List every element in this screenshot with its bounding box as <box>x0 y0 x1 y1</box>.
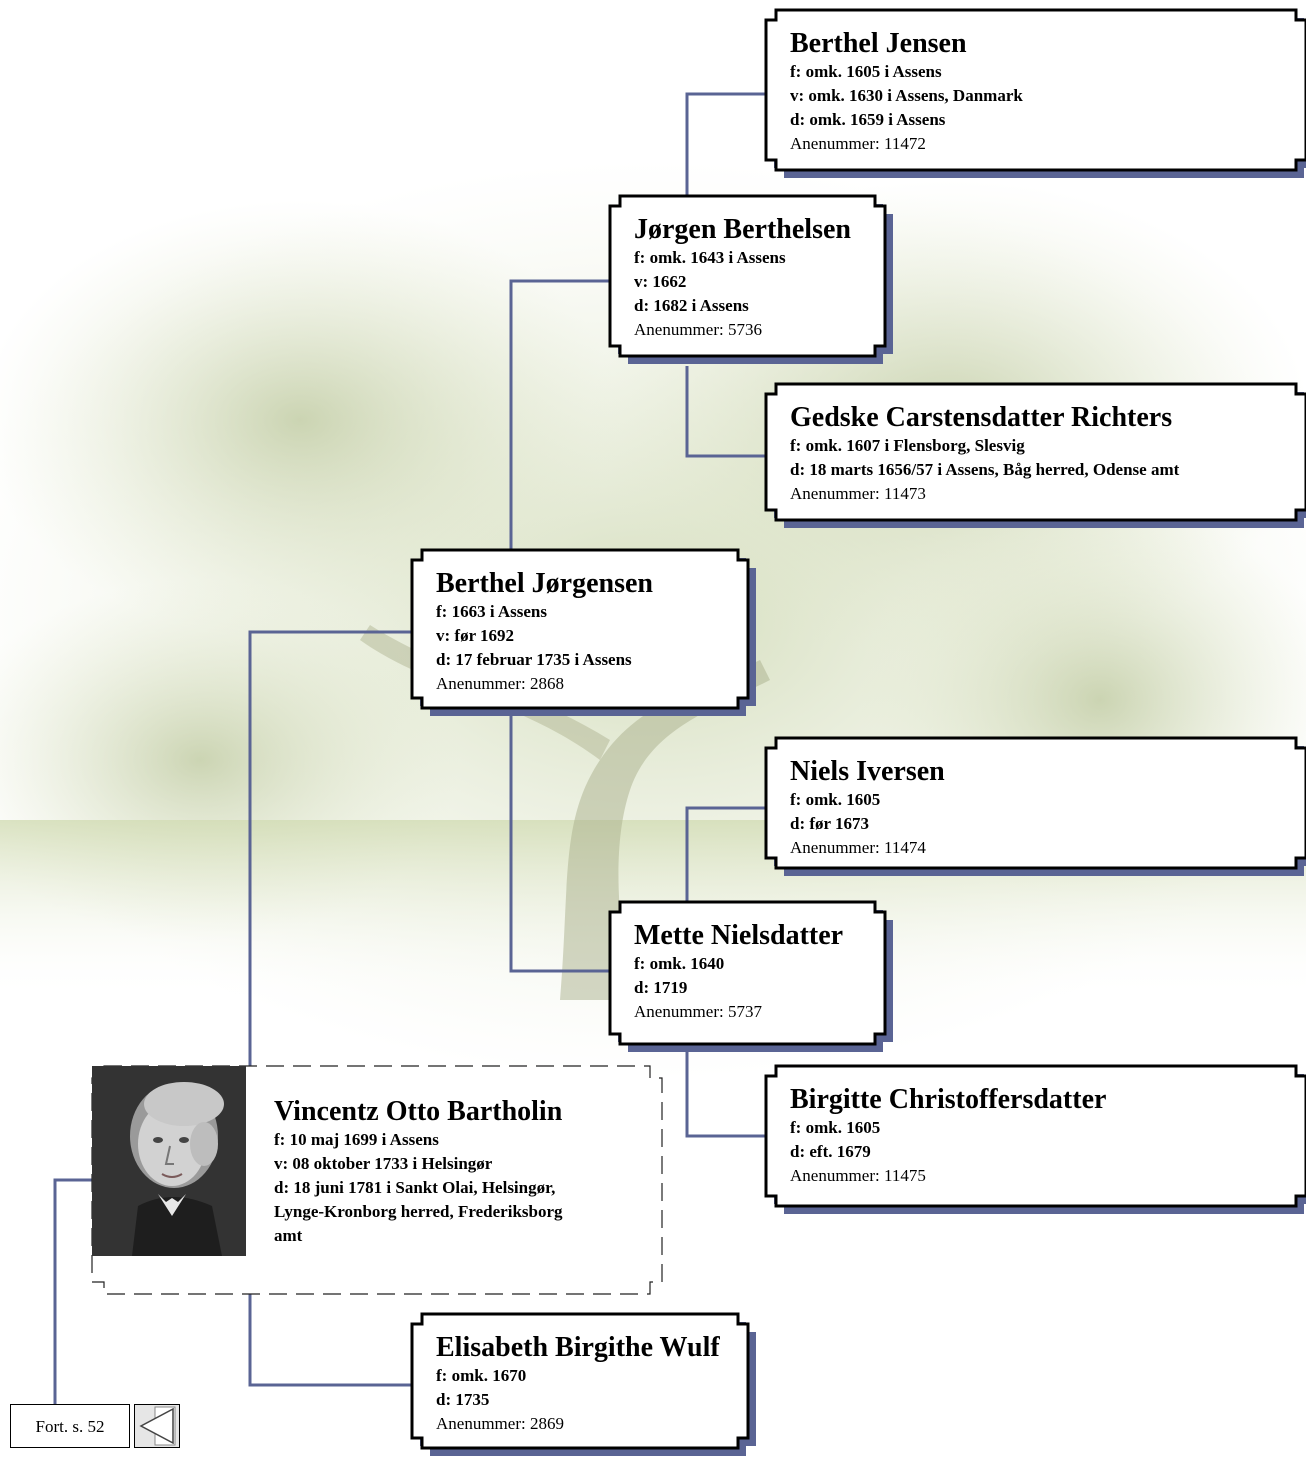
death-event: d: 1735 <box>436 1390 490 1409</box>
death-event: d: før 1673 <box>790 814 870 833</box>
card-frame <box>764 382 1306 528</box>
connector-line <box>685 366 766 458</box>
person-name: Gedske Carstensdatter Richters <box>790 402 1173 433</box>
card-border <box>764 1064 1306 1208</box>
focus-person-card[interactable]: Vincentz Otto Bartholin f: 10 maj 1699 i… <box>91 1065 663 1295</box>
marriage-event: v: omk. 1630 i Assens, Danmark <box>790 86 1023 105</box>
card-border <box>764 736 1306 870</box>
death-event: d: 17 februar 1735 i Assens <box>436 650 632 669</box>
connector-line <box>685 806 766 902</box>
person-card-elisabeth-birgithe-wulf[interactable]: Elisabeth Birgithe Wulf f: omk. 1670 d: … <box>410 1312 756 1456</box>
triangle-left-icon <box>139 1406 176 1446</box>
continuation-label: Fort. s. 52 <box>10 1404 130 1448</box>
card-border <box>410 1312 750 1450</box>
person-card-berthel-jorgensen[interactable]: Berthel Jørgensen f: 1663 i Assens v: fø… <box>410 548 756 718</box>
anenummer: Anenummer: 11475 <box>790 1166 926 1185</box>
birth-event: f: omk. 1605 <box>790 1118 881 1137</box>
death-event: d: eft. 1679 <box>790 1142 871 1161</box>
marriage-event: v: 08 oktober 1733 i Helsingør <box>274 1154 493 1173</box>
anenummer: Anenummer: 11474 <box>790 838 926 857</box>
person-name: Jørgen Berthelsen <box>634 214 851 245</box>
death-event: d: omk. 1659 i Assens <box>790 110 946 129</box>
birth-event: f: omk. 1640 <box>634 954 725 973</box>
card-border <box>764 8 1306 172</box>
death-event: d: 1719 <box>634 978 688 997</box>
birth-event: f: omk. 1670 <box>436 1366 527 1385</box>
connector-line <box>685 1045 766 1138</box>
portrait-photo <box>92 1066 246 1256</box>
anenummer: Anenummer: 5736 <box>634 320 762 339</box>
card-border <box>410 548 750 710</box>
birth-event: f: omk. 1605 i Assens <box>790 62 942 81</box>
person-name: Birgitte Christoffersdatter <box>790 1084 1107 1115</box>
death-event: d: 1682 i Assens <box>634 296 749 315</box>
card-border <box>764 382 1306 522</box>
person-card-niels-iversen[interactable]: Niels Iversen f: omk. 1605 d: før 1673 A… <box>764 736 1306 878</box>
connector-line <box>248 1294 412 1387</box>
person-name: Elisabeth Birgithe Wulf <box>436 1332 720 1363</box>
connector-line <box>53 1178 92 1404</box>
anenummer: Anenummer: 11473 <box>790 484 926 503</box>
anenummer: Anenummer: 5737 <box>634 1002 762 1021</box>
death-event-line-2: Lynge-Kronborg herred, Frederiksborg <box>274 1202 563 1221</box>
card-border <box>608 194 887 358</box>
death-event: d: 18 marts 1656/57 i Assens, Båg herred… <box>790 460 1180 479</box>
connector-line <box>509 279 610 550</box>
connector-line <box>248 630 412 1066</box>
birth-event: f: omk. 1605 <box>790 790 881 809</box>
person-name: Niels Iversen <box>790 756 945 787</box>
continuation-link[interactable]: Fort. s. 52 <box>10 1404 180 1450</box>
card-border <box>608 900 887 1046</box>
anenummer: Anenummer: 11472 <box>790 134 926 153</box>
marriage-event: v: før 1692 <box>436 626 515 645</box>
person-card-jorgen-berthelsen[interactable]: Jørgen Berthelsen f: omk. 1643 i Assens … <box>608 194 893 366</box>
person-card-birgitte-christoffersdatter[interactable]: Birgitte Christoffersdatter f: omk. 1605… <box>764 1064 1306 1216</box>
birth-event: f: 10 maj 1699 i Assens <box>274 1130 439 1149</box>
person-name: Berthel Jørgensen <box>436 568 653 599</box>
birth-event: f: omk. 1643 i Assens <box>634 248 786 267</box>
card-frame <box>764 1064 1306 1214</box>
card-frame <box>410 1312 756 1456</box>
back-arrow-button[interactable] <box>134 1404 180 1448</box>
card-frame <box>608 194 893 364</box>
connector-line <box>685 92 766 196</box>
death-event-line-3: amt <box>274 1226 303 1245</box>
death-event: d: 18 juni 1781 i Sankt Olai, Helsingør, <box>274 1178 556 1197</box>
anenummer: Anenummer: 2868 <box>436 674 564 693</box>
card-frame <box>764 8 1306 178</box>
birth-event: f: 1663 i Assens <box>436 602 547 621</box>
anenummer: Anenummer: 2869 <box>436 1414 564 1433</box>
person-card-mette-nielsdatter[interactable]: Mette Nielsdatter f: omk. 1640 d: 1719 A… <box>608 900 893 1054</box>
person-name: Berthel Jensen <box>790 28 967 59</box>
card-frame <box>410 548 756 716</box>
connector-line <box>509 710 610 973</box>
person-name: Vincentz Otto Bartholin <box>274 1096 563 1127</box>
birth-event: f: omk. 1607 i Flensborg, Slesvig <box>790 436 1025 455</box>
card-frame <box>608 900 893 1052</box>
card-frame <box>764 736 1306 876</box>
person-card-berthel-jensen[interactable]: Berthel Jensen f: omk. 1605 i Assens v: … <box>764 8 1306 180</box>
person-name: Mette Nielsdatter <box>634 920 844 951</box>
marriage-event: v: 1662 <box>634 272 687 291</box>
person-card-gedske-carstensdatter-richters[interactable]: Gedske Carstensdatter Richters f: omk. 1… <box>764 382 1306 530</box>
